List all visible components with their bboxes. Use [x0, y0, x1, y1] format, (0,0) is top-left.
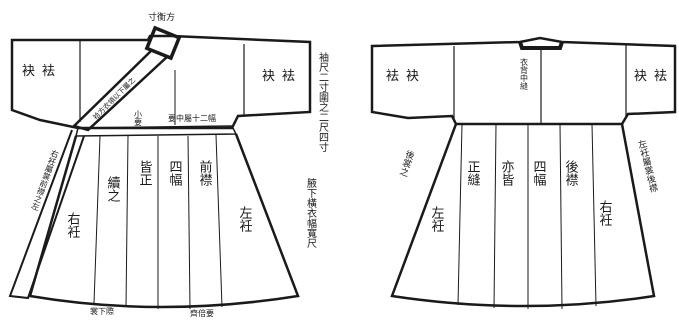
back-panel-label: 右衽 — [597, 200, 613, 227]
front-right-note: 袖尺二寸圍之二尺四寸 — [317, 51, 329, 152]
back-skirt — [390, 123, 656, 308]
front-panel-label: 四幅 — [167, 160, 183, 187]
back-left-side-note: 後裳之 — [397, 147, 416, 178]
front-left-cuff-label: 袂 — [22, 63, 35, 79]
back-panel-label: 後襟 — [563, 160, 579, 186]
back-collar-notch — [518, 41, 564, 50]
back-panel-line — [493, 123, 497, 309]
back-panel-line — [591, 123, 597, 307]
back-center-text: 衣背中縫 — [520, 57, 529, 91]
back-panel-line — [559, 123, 563, 310]
back-view — [370, 36, 677, 310]
back-upper-garment — [370, 36, 677, 126]
front-panel-label: 皆正 — [137, 160, 153, 186]
back-panel-label: 左衽 — [429, 206, 445, 233]
front-panel-label: 續之 — [105, 176, 121, 203]
front-skirt — [28, 133, 300, 309]
front-panel-label: 右衽 — [65, 212, 81, 239]
back-left-cuff-label: 袪 — [386, 68, 399, 84]
front-overlap-band — [8, 129, 85, 300]
back-right-cuff-label-2: 袪 — [654, 68, 667, 84]
front-panel-line — [125, 135, 129, 308]
back-right-side-note: 左衽屬裳後襟 — [635, 138, 659, 195]
back-panel-line — [457, 123, 463, 306]
front-collar-label: 寸衡方 — [148, 11, 175, 23]
front-hem-text-2: 齊倍要 — [190, 308, 214, 318]
front-small-label: 小要 — [134, 110, 143, 127]
front-view — [8, 25, 312, 310]
front-panel-line — [215, 134, 223, 308]
back-panel-label: 亦皆 — [499, 159, 515, 187]
front-panel-line — [93, 135, 101, 304]
front-panel-line — [187, 135, 191, 310]
front-collar-block — [144, 25, 182, 61]
front-panel-label: 前襟 — [197, 159, 213, 186]
back-panel-label: 四幅 — [531, 160, 547, 187]
back-panel-label: 正縫 — [465, 160, 481, 186]
front-hem-text: 裳下際 — [90, 306, 114, 316]
front-right-cuff-label: 袂 — [262, 68, 275, 84]
front-panel-label: 左衽 — [237, 206, 253, 233]
front-right-note-2: 腋下橫衣幅寬尺 — [305, 177, 317, 249]
back-right-cuff-label: 袂 — [634, 68, 647, 84]
back-left-cuff-label-2: 袂 — [406, 68, 419, 84]
front-waist-text: 要中屬十二幅 — [168, 113, 216, 123]
front-neck-band-text: 袷方衣領以下屬之 — [91, 75, 137, 121]
front-right-cuff-label-2: 袪 — [282, 68, 295, 84]
front-left-cuff-label-2: 袪 — [42, 63, 55, 79]
